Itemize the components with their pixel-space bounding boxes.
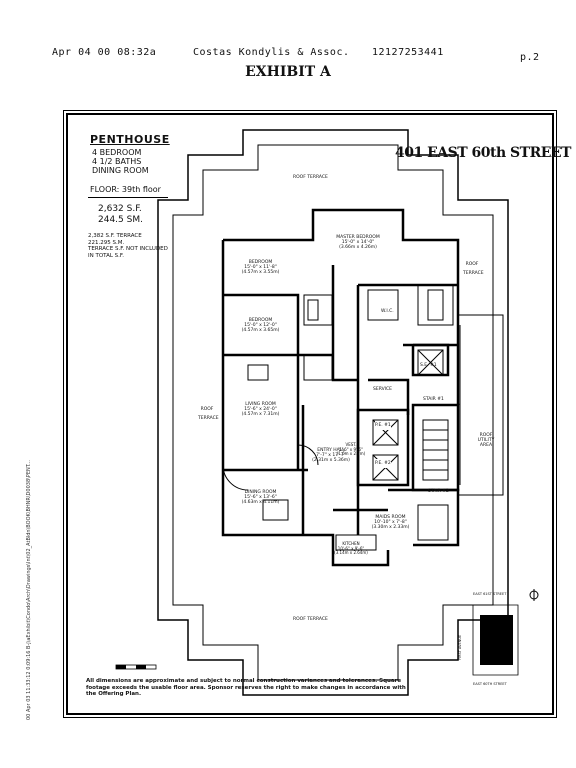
- room-service: SERVICE: [373, 387, 392, 392]
- vest-dims: 5'-6" x 9'-6": [339, 446, 363, 452]
- entry-hall-dims: 7'-7" x 17'-7": [316, 453, 346, 458]
- area-sf: 2,632 S.F.: [98, 204, 142, 214]
- room-kitchen: KITCHEN 10'-6" x 9'-6" (3.14m x 2.64m): [331, 541, 371, 556]
- key-map-south-street: EAST 60TH STREET: [473, 682, 507, 686]
- label-roof-utility: ROOF UTILITY AREA: [471, 433, 501, 448]
- room-vestibule: VEST. 5'-6" x 9'-6" (1.6m x 2.7m): [336, 442, 366, 457]
- floor-plan-drawing: [115, 129, 539, 696]
- label-roof-terrace-left: ROOF TERRACE: [198, 407, 219, 421]
- living-room-dims: 15'-6" x 24'-0": [244, 407, 277, 412]
- label-roof-terrace-bottom: ROOF TERRACE: [293, 617, 328, 622]
- bedroom-1-metric: (4.57m x 3.55m): [241, 270, 280, 275]
- maids-room-dims: 10'-10" x 7'-8": [374, 520, 407, 525]
- terrace-notes: 2,382 S.F. TERRACE 221.295 S.M. TERRACE …: [88, 233, 168, 259]
- roof-utility-label-1: ROOF: [479, 433, 493, 438]
- detail-bedrooms: 4 BEDROOM: [92, 148, 142, 157]
- maids-room-metric: (3.30m x 2.33m): [371, 525, 410, 530]
- floor-plan-sheet: PENTHOUSE 4 BEDROOM 4 1/2 BATHS DINING R…: [63, 110, 571, 718]
- room-bedroom-2: BEDROOM 15'-0" x 12'-0" (4.57m x 3.65m): [228, 318, 293, 333]
- room-entry-hall: ENTRY HALL 7'-7" x 17'-7" (2.31m x 5.36m…: [306, 448, 356, 463]
- roof-utility-label-2: UTILITY AREA: [477, 438, 495, 448]
- unit-title: PENTHOUSE: [90, 133, 170, 146]
- dining-room-metric: (4.63m x 4.11m): [241, 500, 280, 505]
- bedroom-1-label: BEDROOM: [248, 260, 273, 265]
- master-bedroom-dims: 15'-0" x 14'-0": [341, 240, 375, 245]
- floor-value: 39th floor: [121, 185, 161, 194]
- fax-page-number: p.2: [520, 52, 540, 63]
- bedroom-1-dims: 15'-0" x 11'-8": [244, 265, 277, 270]
- disclaimer-note: All dimensions are approximate and subje…: [86, 678, 406, 697]
- vest-label: VEST.: [345, 442, 357, 447]
- fax-sender: Costas Kondylis & Assoc.: [193, 47, 350, 58]
- unit-details: 4 BEDROOM 4 1/2 BATHS DINING ROOM: [92, 148, 149, 175]
- room-wic: W.I.C.: [381, 309, 394, 314]
- site-key-map: [472, 589, 539, 676]
- master-bedroom-label: MASTER BEDROOM: [336, 235, 380, 240]
- building-address: 401 EAST 60th STREET: [395, 145, 571, 161]
- label-se-1: S.E. #1: [420, 363, 437, 368]
- terrace-sf: 2,382 S.F. TERRACE: [88, 233, 142, 239]
- room-maids: MAIDS ROOM 10'-10" x 7'-8" (3.30m x 2.33…: [368, 515, 413, 530]
- fax-phone: 12127253441: [372, 47, 444, 58]
- label-stair-2: STAIR #2: [428, 489, 449, 494]
- key-map-avenue: FIRST AVENUE: [458, 634, 462, 660]
- detail-baths: 4 1/2 BATHS: [92, 157, 142, 166]
- label-roof-terrace-top: ROOF TERRACE: [293, 175, 328, 180]
- kitchen-metric: (3.14m x 2.64m): [334, 550, 368, 555]
- side-file-path: 00 Apr 03 11:33:12 0:09:16 B-j\aExhibit\…: [26, 460, 32, 720]
- terrace-note-1: TERRACE S.F. NOT INCLUDED: [88, 246, 168, 252]
- fax-date: Apr 04 00 08:32a: [52, 47, 157, 58]
- vest-metric: (1.6m x 2.7m): [336, 451, 366, 456]
- area-info: 2,632 S.F. 244.5 SM.: [98, 204, 143, 226]
- bedroom-2-dims: 15'-0" x 12'-0": [244, 323, 277, 328]
- living-room-label: LIVING ROOM: [245, 402, 276, 407]
- room-master-bedroom: MASTER BEDROOM 15'-0" x 14'-0" (3.66m x …: [323, 235, 393, 250]
- scale-bar: [115, 664, 157, 670]
- dining-room-dims: 15'-6" x 13'-6": [244, 495, 277, 500]
- room-living: LIVING ROOM 15'-6" x 24'-0" (4.57m x 7.3…: [228, 402, 293, 417]
- floor-info: FLOOR: 39th floor: [90, 185, 161, 194]
- terrace-note-2: IN TOTAL S.F.: [88, 252, 124, 259]
- entry-hall-metric: (2.31m x 5.36m): [312, 458, 350, 463]
- terrace-sm: 221.295 S.M.: [88, 239, 125, 246]
- floor-divider: [88, 197, 168, 198]
- label-pe-1: P.E. #1: [375, 421, 391, 430]
- kitchen-label: KITCHEN: [342, 541, 360, 546]
- bedroom-2-label: BEDROOM: [248, 318, 273, 323]
- bedroom-2-metric: (4.57m x 3.65m): [241, 328, 280, 333]
- entry-hall-label: ENTRY HALL: [317, 448, 345, 453]
- exhibit-title: EXHIBIT A: [245, 64, 331, 80]
- kitchen-dims: 10'-6" x 9'-6": [337, 545, 365, 551]
- room-dining: DINING ROOM 15'-6" x 13'-6" (4.63m x 4.1…: [228, 490, 293, 505]
- dining-room-label: DINING ROOM: [244, 490, 277, 495]
- maids-room-label: MAIDS ROOM: [375, 515, 406, 520]
- room-bedroom-1: BEDROOM 15'-0" x 11'-8" (4.57m x 3.55m): [228, 260, 293, 275]
- label-roof-terrace-right: ROOF TERRACE: [463, 262, 484, 276]
- detail-dining: DINING ROOM: [92, 166, 149, 175]
- label-stair-1: STAIR #1: [423, 397, 444, 402]
- key-map-north-street: EAST 61ST STREET: [473, 592, 507, 596]
- area-sm: 244.5 SM.: [98, 215, 143, 225]
- living-room-metric: (4.57m x 7.31m): [241, 412, 280, 417]
- master-bedroom-metric: (3.66m x 4.26m): [339, 245, 377, 250]
- floor-label: FLOOR:: [90, 185, 120, 194]
- label-pe-2: P.E. #2: [375, 459, 391, 468]
